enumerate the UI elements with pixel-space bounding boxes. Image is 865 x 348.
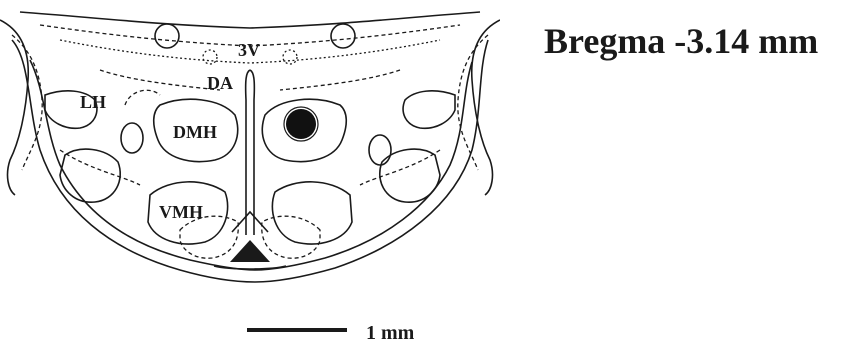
injection-site-marker xyxy=(286,109,316,139)
label-lh: LH xyxy=(80,92,106,112)
label-3v: 3V xyxy=(238,40,260,60)
third-ventricle-shape xyxy=(246,70,255,235)
coronal-section-diagram: 3V DA LH DMH VMH xyxy=(0,0,500,300)
scale-bar-line xyxy=(247,328,347,332)
right-vmh-region xyxy=(272,182,352,244)
label-dmh: DMH xyxy=(173,122,217,142)
ventricle-floor xyxy=(232,212,268,232)
label-da: DA xyxy=(207,73,233,93)
left-small-dotted-circle xyxy=(203,50,217,64)
left-posterior-region xyxy=(125,90,160,105)
label-vmh: VMH xyxy=(159,202,203,222)
scale-bar-label: 1 mm xyxy=(366,322,414,345)
dorsal-arc-1 xyxy=(20,12,480,28)
left-arcuate-region xyxy=(180,216,238,258)
left-fornix-ellipse xyxy=(121,123,143,153)
right-lateral-region xyxy=(380,149,440,202)
right-fornix-circle xyxy=(331,24,355,48)
scale-bar xyxy=(247,326,357,336)
right-arcuate-region xyxy=(262,216,320,258)
left-lateral-region xyxy=(60,149,120,202)
right-lh-region xyxy=(403,91,455,128)
median-eminence-triangle xyxy=(230,240,270,262)
bregma-title: Bregma -3.14 mm xyxy=(544,20,818,62)
right-fornix-ellipse xyxy=(369,135,391,165)
left-fornix-circle xyxy=(155,24,179,48)
right-small-dotted-circle xyxy=(283,50,297,64)
